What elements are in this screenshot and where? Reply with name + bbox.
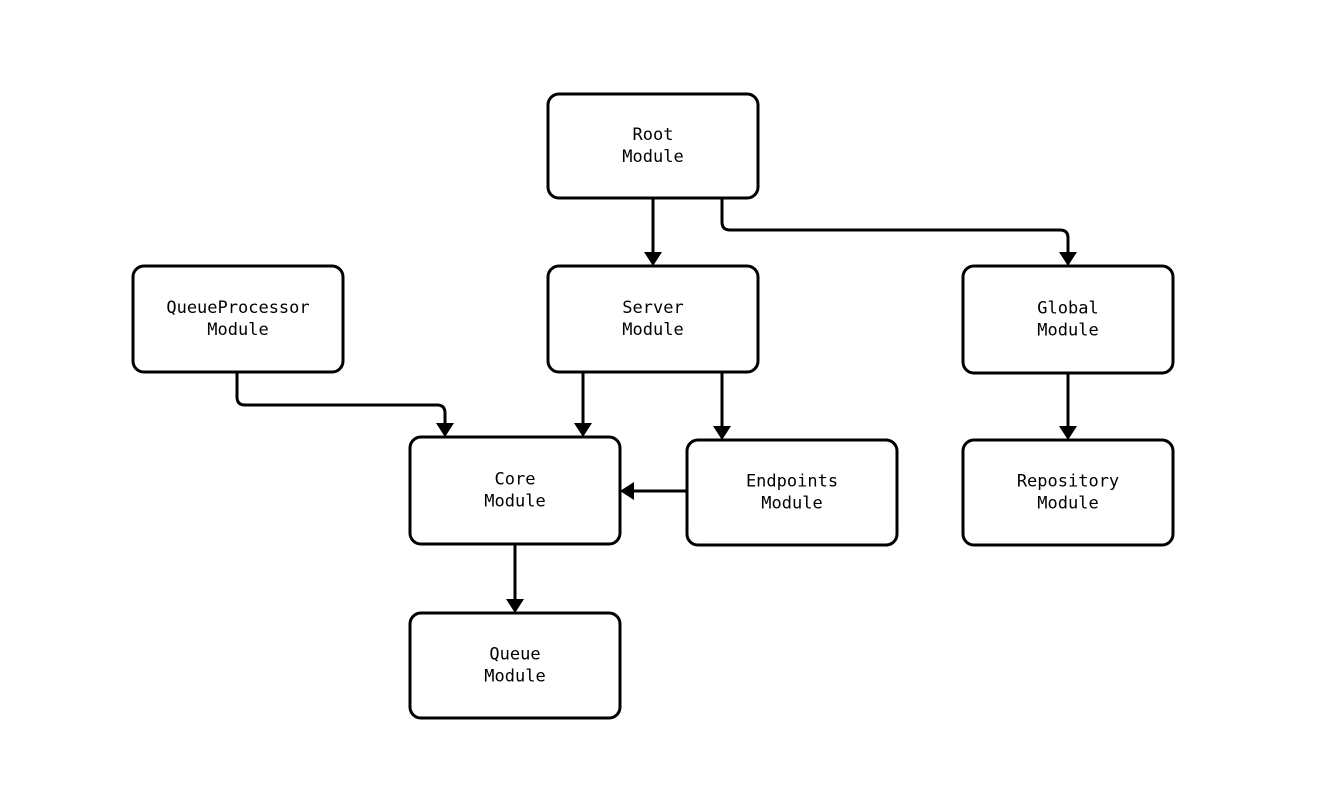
- node-label-line2-queueprocessor: Module: [207, 320, 268, 340]
- node-box-global[interactable]: [961, 264, 1175, 375]
- edge-line-root-to-global: [720, 198, 1070, 252]
- edge-line-queueprocessor-to-core: [235, 372, 447, 423]
- node-label-line1-global: Global: [1037, 299, 1098, 319]
- edge-root-to-server: [644, 198, 662, 266]
- node-label-line2-core: Module: [484, 492, 545, 512]
- node-label-line1-queueprocessor: QueueProcessor: [166, 298, 309, 318]
- node-label-line2-root: Module: [622, 147, 683, 167]
- node-label-line1-queue: Queue: [489, 645, 540, 665]
- node-box-endpoints[interactable]: [685, 438, 899, 547]
- node-label-line2-queue: Module: [484, 667, 545, 687]
- node-box-root[interactable]: [546, 92, 760, 200]
- node-label-line1-server: Server: [622, 298, 683, 318]
- node-label-line1-root: Root: [633, 125, 674, 145]
- edge-server-to-endpoints: [713, 372, 731, 440]
- node-label-line2-global: Module: [1037, 321, 1098, 341]
- edge-global-to-repository: [1059, 373, 1077, 440]
- arrowhead-icon-endpoints-to-core: [620, 482, 634, 500]
- arrowhead-icon-root-to-global: [1059, 252, 1077, 266]
- nodes-layer: RootModuleQueueProcessorModuleServerModu…: [131, 92, 1175, 720]
- edge-endpoints-to-core: [620, 482, 687, 500]
- edge-core-to-queue: [506, 544, 524, 613]
- node-label-line2-endpoints: Module: [761, 494, 822, 514]
- arrowhead-icon-queueprocessor-to-core: [436, 423, 454, 437]
- node-label-line1-repository: Repository: [1017, 472, 1119, 492]
- node-label-line2-server: Module: [622, 320, 683, 340]
- node-box-queue[interactable]: [408, 611, 622, 720]
- node-box-server[interactable]: [546, 264, 760, 374]
- arrowhead-icon-root-to-server: [644, 252, 662, 266]
- node-box-repository[interactable]: [961, 438, 1175, 547]
- edge-queueprocessor-to-core: [235, 372, 454, 437]
- arrowhead-icon-server-to-endpoints: [713, 426, 731, 440]
- node-box-queueprocessor[interactable]: [131, 264, 345, 374]
- node-label-line1-endpoints: Endpoints: [746, 472, 838, 492]
- arrowhead-icon-core-to-queue: [506, 599, 524, 613]
- node-label-line1-core: Core: [495, 470, 536, 490]
- arrowhead-icon-global-to-repository: [1059, 426, 1077, 440]
- node-box-core[interactable]: [408, 435, 622, 546]
- edge-server-to-core: [574, 372, 592, 437]
- edges-layer: [235, 198, 1077, 613]
- node-label-line2-repository: Module: [1037, 494, 1098, 514]
- arrowhead-icon-server-to-core: [574, 423, 592, 437]
- edge-root-to-global: [720, 198, 1077, 266]
